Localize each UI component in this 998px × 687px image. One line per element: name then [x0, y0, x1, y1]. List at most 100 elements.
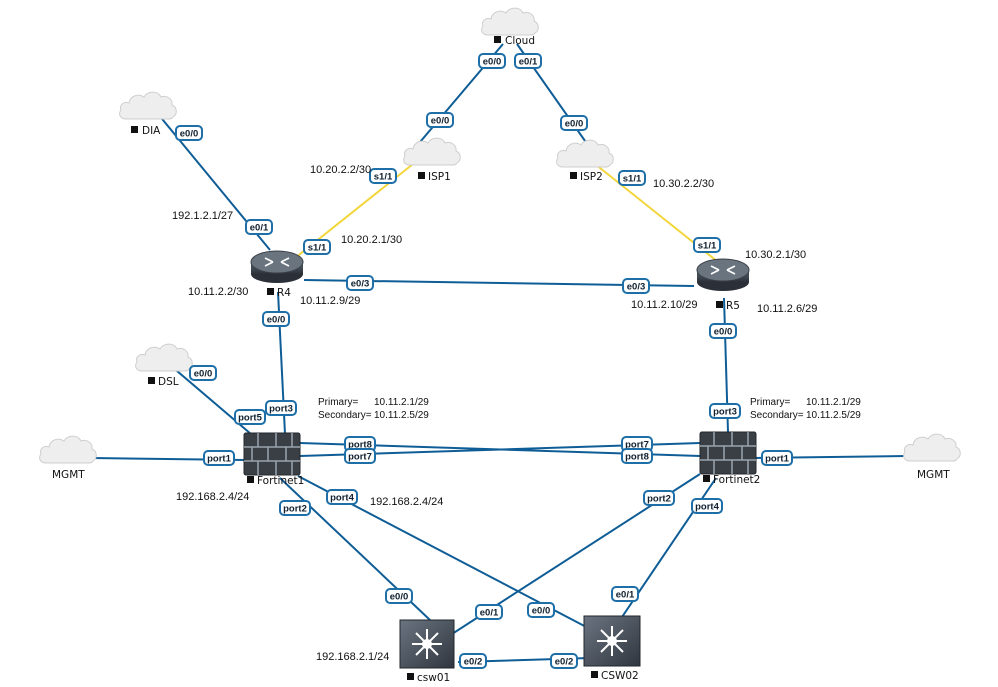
port-label[interactable]: port8	[621, 448, 653, 464]
dia-node[interactable]: DIA	[119, 91, 177, 137]
svg-text:e0/0: e0/0	[390, 592, 409, 603]
svg-text:e0/0: e0/0	[431, 116, 450, 127]
port-label[interactable]: e0/0	[262, 311, 290, 327]
node-marker	[570, 172, 577, 179]
svg-text:e0/1: e0/1	[480, 608, 499, 619]
note-secondary-label: Secondary=	[318, 410, 372, 421]
ip-label: 10.30.2.1/30	[745, 249, 806, 261]
port-label[interactable]: e0/0	[426, 112, 454, 128]
port-label[interactable]: e0/0	[527, 602, 555, 618]
switch-icon	[399, 619, 455, 669]
cloud-icon	[556, 139, 614, 168]
node-marker	[267, 288, 274, 295]
port-label[interactable]: e0/0	[385, 588, 413, 604]
port-label[interactable]: port1	[761, 450, 793, 466]
svg-text:e0/0: e0/0	[483, 57, 502, 68]
port-label[interactable]: e0/0	[560, 115, 588, 131]
port-label[interactable]: port4	[326, 489, 358, 505]
svg-text:e0/3: e0/3	[351, 279, 370, 290]
node-label-mgmt-left: MGMT	[52, 469, 85, 481]
router-icon	[250, 250, 304, 283]
ip-label: 192.168.2.1/24	[316, 651, 389, 663]
note-primary-ip: 10.11.2.1/29	[806, 397, 861, 408]
port-label[interactable]: port7	[344, 448, 376, 464]
node-label-r4: R4	[277, 287, 291, 299]
port-label[interactable]: port2	[643, 490, 675, 506]
node-label-dia: DIA	[142, 125, 161, 137]
port-label[interactable]: e0/1	[514, 53, 542, 69]
csw02-node[interactable]: CSW02	[583, 615, 641, 682]
node-label-fortinet1: Fortinet1	[257, 475, 304, 487]
port-label[interactable]: e0/0	[478, 53, 506, 69]
port-label[interactable]: e0/1	[245, 219, 273, 235]
port-label[interactable]: e0/3	[622, 278, 650, 294]
port-label[interactable]: port5	[234, 409, 266, 425]
cloud-icon	[403, 137, 461, 166]
svg-text:e0/1: e0/1	[250, 223, 269, 234]
dsl-node[interactable]: DSL	[135, 343, 193, 388]
isp2-node[interactable]: ISP2	[556, 139, 614, 183]
svg-text:port2: port2	[283, 504, 307, 515]
fortinet2-ha-note: Primary= 10.11.2.1/29 Secondary= 10.11.2…	[750, 397, 861, 421]
svg-text:e0/0: e0/0	[532, 606, 551, 617]
node-marker	[131, 126, 138, 133]
mgmt-left-node[interactable]: MGMT	[39, 435, 97, 481]
firewall-icon	[699, 431, 757, 475]
port-label[interactable]: port3	[265, 400, 297, 416]
link-dsl-fortinet1[interactable]	[169, 364, 259, 441]
note-secondary-label: Secondary=	[750, 410, 804, 421]
port-label[interactable]: e0/2	[550, 653, 578, 669]
port-label[interactable]: port2	[279, 500, 311, 516]
node-marker	[407, 673, 414, 680]
port-label[interactable]: s1/1	[693, 237, 721, 253]
r5-node[interactable]: R5	[696, 258, 750, 312]
r4-node[interactable]: R4	[250, 250, 304, 299]
isp1-node[interactable]: ISP1	[403, 137, 461, 183]
cloud-icon	[903, 433, 961, 462]
svg-text:e0/1: e0/1	[519, 57, 538, 68]
node-marker	[591, 671, 598, 678]
svg-text:e0/3: e0/3	[627, 282, 646, 293]
cloud-node[interactable]: Cloud	[481, 7, 539, 47]
port-label[interactable]: e0/0	[189, 365, 217, 381]
port-label[interactable]: e0/2	[459, 653, 487, 669]
ip-label: 10.20.2.1/30	[341, 234, 402, 246]
ip-label: 192.1.2.1/27	[172, 210, 233, 222]
ip-label: 10.11.2.9/29	[300, 295, 360, 307]
cloud-icon	[135, 343, 193, 372]
csw01-node[interactable]: csw01	[399, 619, 455, 684]
svg-text:s1/1: s1/1	[623, 174, 642, 185]
node-label-fortinet2: Fortinet2	[713, 474, 760, 486]
svg-text:port3: port3	[713, 407, 737, 418]
port-labels: e0/0 e0/1 e0/0 s1/1 e0/0 s1/1 e0/0 e0/1 …	[175, 53, 793, 669]
node-label-csw02: CSW02	[601, 670, 639, 682]
port-label[interactable]: e0/0	[709, 323, 737, 339]
fortinet1-node[interactable]: Fortinet1	[243, 432, 304, 487]
ip-labels: 10.20.2.2/30 10.30.2.2/30 192.1.2.1/27 1…	[172, 164, 817, 663]
svg-text:s1/1: s1/1	[374, 172, 393, 183]
port-label[interactable]: e0/1	[475, 604, 503, 620]
svg-text:port7: port7	[625, 440, 649, 451]
port-label[interactable]: e0/3	[346, 275, 374, 291]
port-label[interactable]: s1/1	[303, 239, 331, 255]
port-label[interactable]: s1/1	[618, 170, 646, 186]
cloud-icon	[119, 91, 177, 120]
port-label[interactable]: s1/1	[369, 168, 397, 184]
port-label[interactable]: port4	[691, 498, 723, 514]
svg-text:e0/1: e0/1	[616, 590, 635, 601]
links	[91, 43, 907, 663]
port-label[interactable]: port3	[709, 403, 741, 419]
svg-text:e0/0: e0/0	[714, 327, 733, 338]
mgmt-right-node[interactable]: MGMT	[903, 433, 961, 481]
svg-text:port1: port1	[207, 454, 231, 465]
port-label[interactable]: e0/1	[611, 586, 639, 602]
port-label[interactable]: port1	[203, 450, 235, 466]
fortinet2-node[interactable]: Fortinet2	[699, 431, 760, 486]
note-primary-label: Primary=	[318, 397, 358, 408]
port-label[interactable]: e0/0	[175, 125, 203, 141]
router-icon	[696, 258, 750, 291]
svg-text:port8: port8	[625, 452, 649, 463]
ip-label: 10.30.2.2/30	[653, 178, 714, 190]
node-marker	[148, 377, 155, 384]
